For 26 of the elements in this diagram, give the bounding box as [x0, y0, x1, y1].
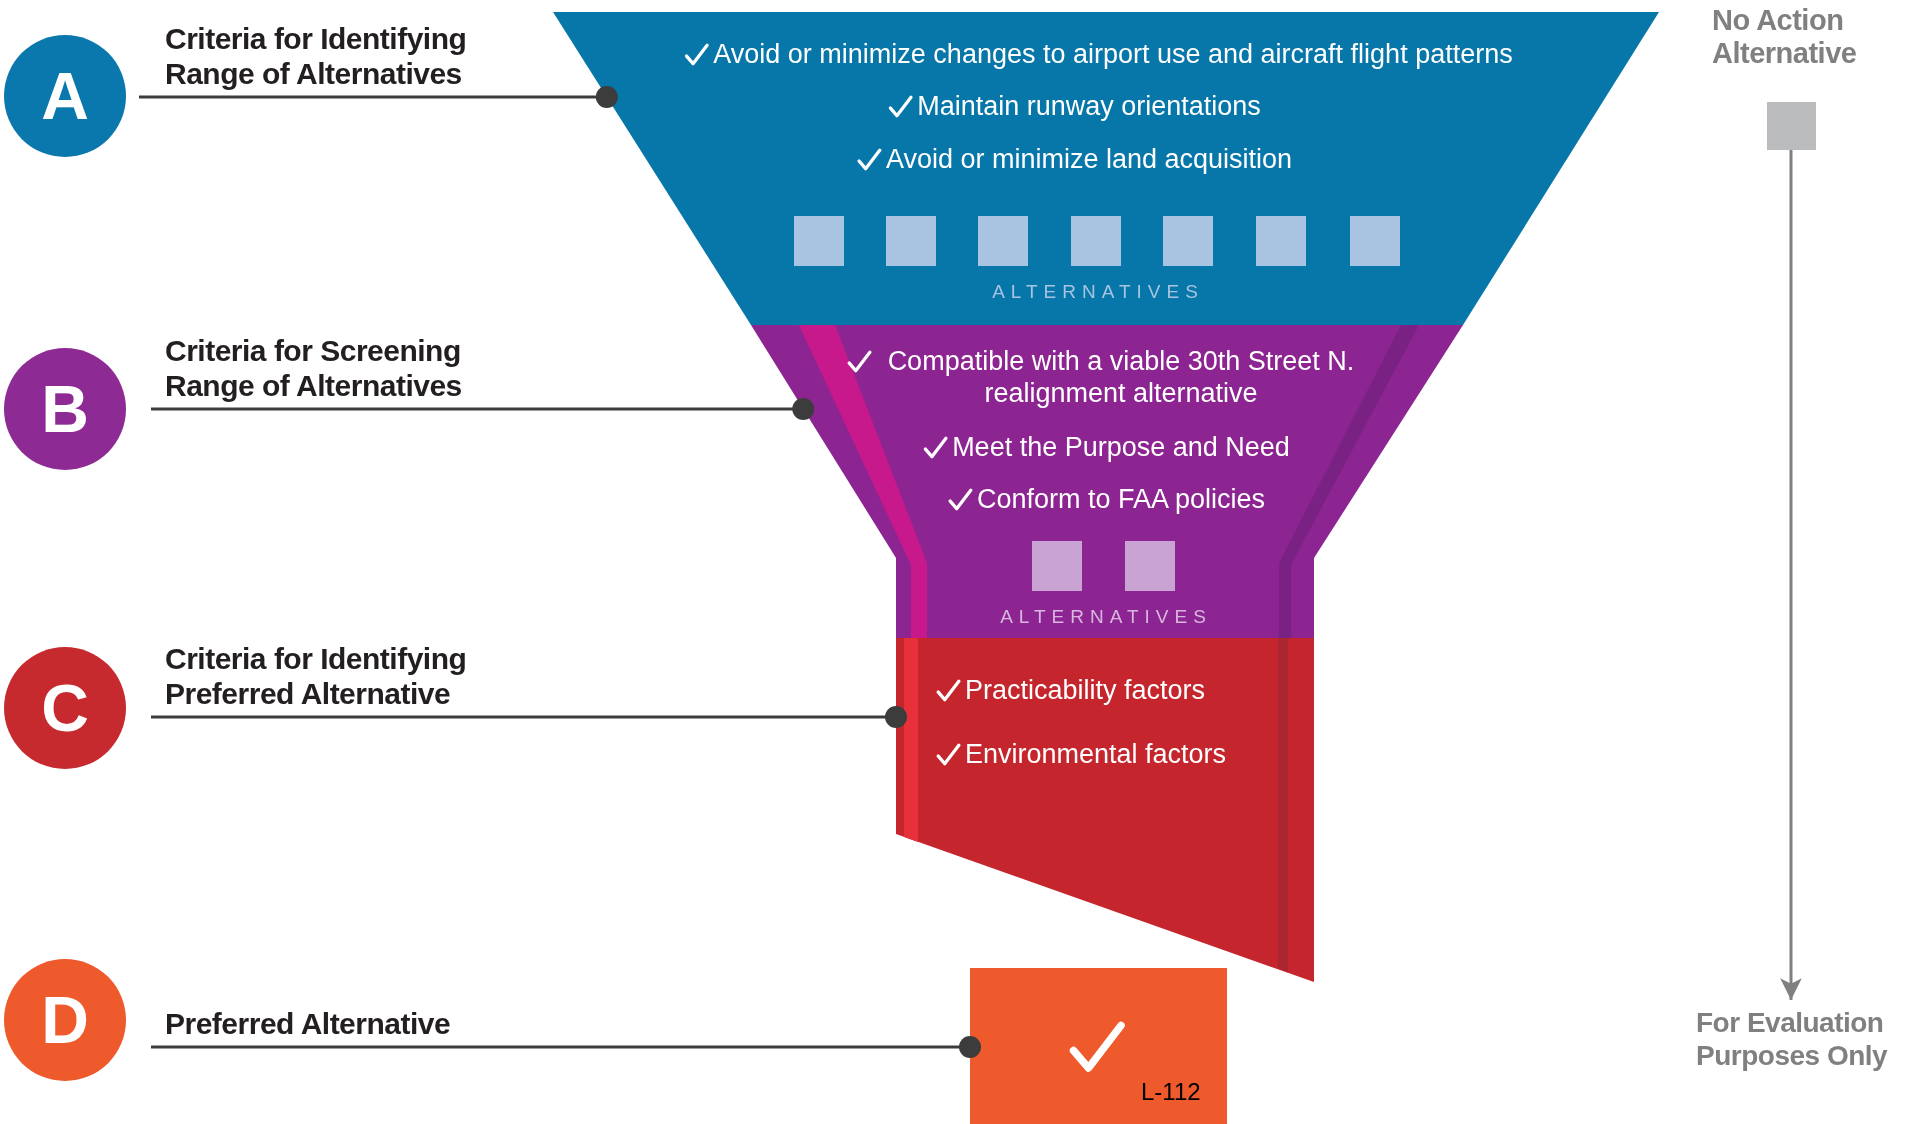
criteria-item: Avoid or minimize changes to airport use and aircraft flight patterns — [713, 38, 1513, 70]
arrow — [1780, 150, 1802, 1000]
note-text: For Evaluation Purposes Only — [1690, 1000, 1924, 1094]
criteria-item: Meet the Purpose and Need — [952, 431, 1290, 463]
funnel-section — [896, 638, 1314, 982]
alternatives-caption: ALTERNATIVES — [992, 282, 1204, 301]
criteria-heading: Criteria for Identifying Preferred Alternative — [151, 620, 571, 717]
alternatives-caption: ALTERNATIVES — [1000, 607, 1212, 626]
leader-line — [151, 398, 815, 420]
criteria-item: Compatible with a viable 30th Street N. realignment alternative — [886, 345, 1356, 409]
preferred-alternative-box — [970, 968, 1227, 1124]
alternative-heading: No Action Alternative — [1711, 4, 1858, 70]
leader-line — [151, 706, 907, 728]
criteria-item: Maintain runway orientations — [917, 90, 1261, 122]
criteria-heading: Preferred Alternative — [151, 990, 571, 1047]
funnel-section — [751, 325, 1463, 638]
criteria-item: Practicability factors — [965, 674, 1206, 706]
funnel-section — [553, 12, 1659, 325]
criteria-item: Conform to FAA policies — [976, 483, 1266, 515]
criteria-item: Avoid or minimize land acquisition — [885, 143, 1293, 175]
criteria-heading: Criteria for Screening Range of Alternatives — [151, 310, 561, 409]
criteria-heading: Criteria for Identifying Range of Alternatives — [139, 2, 559, 97]
criteria-item: Environmental factors — [965, 738, 1227, 770]
leader-line — [151, 1036, 981, 1058]
leader-line — [139, 86, 618, 108]
figure-number: L-112 — [1141, 1080, 1201, 1104]
